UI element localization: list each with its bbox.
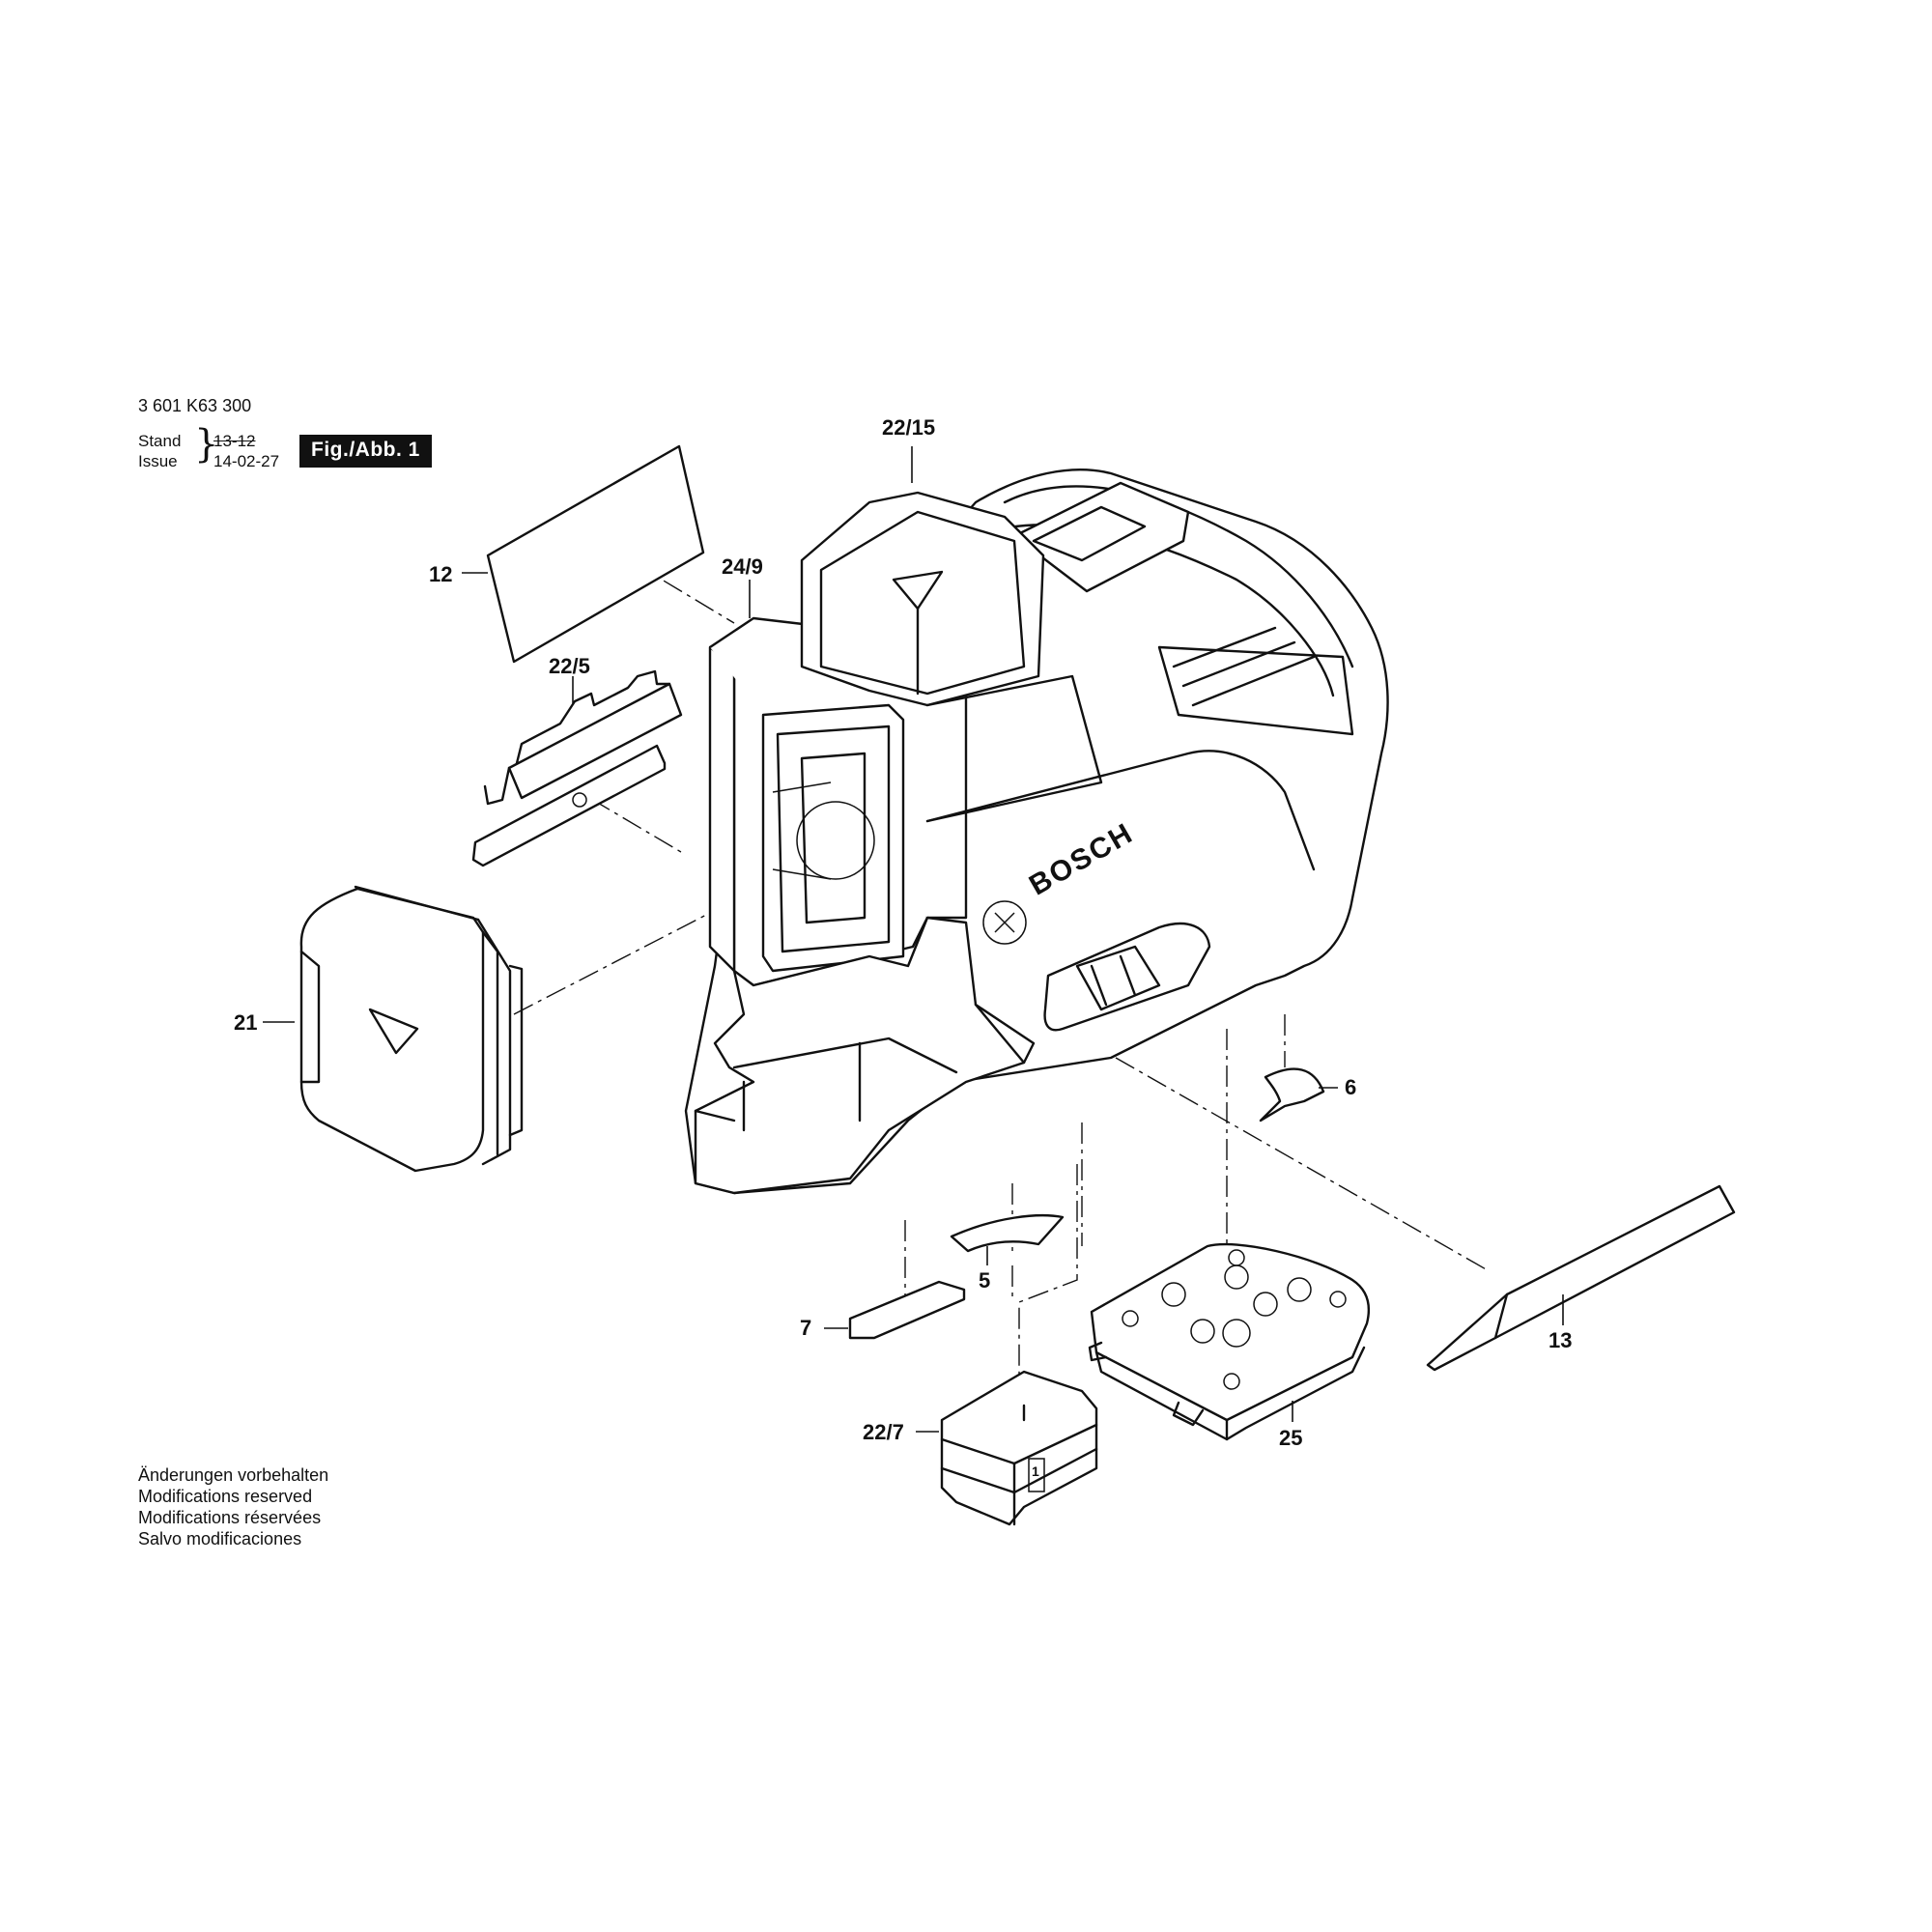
- issue-date: 14-02-27: [213, 452, 280, 470]
- callout-7: 7: [800, 1316, 812, 1340]
- callout-22-5: 22/5: [549, 654, 590, 678]
- battery-mark: 1: [1032, 1463, 1039, 1479]
- callout-13: 13: [1548, 1328, 1573, 1352]
- leader-lines: [263, 446, 1564, 1433]
- callout-22-15: 22/15: [882, 415, 936, 440]
- callout-12: 12: [429, 562, 453, 586]
- callout-22-7: 22/7: [863, 1420, 904, 1444]
- callout-6: 6: [1345, 1075, 1357, 1099]
- brace-icon: }: [194, 422, 219, 467]
- revision-labels: Stand Issue: [138, 431, 192, 471]
- figure-badge: Fig./Abb. 1: [299, 435, 432, 468]
- note-fr: Modifications réservées: [138, 1508, 322, 1527]
- revision-dates: 13-12 14-02-27: [213, 431, 300, 471]
- callout-24-9: 24/9: [722, 554, 763, 579]
- part-25-adapter-plate: [1088, 1242, 1371, 1441]
- stand-label: Stand: [138, 432, 182, 450]
- stand-date: 13-12: [213, 432, 256, 450]
- note-de: Änderungen vorbehalten: [138, 1465, 329, 1485]
- callout-5: 5: [979, 1268, 991, 1293]
- callout-25: 25: [1279, 1426, 1303, 1450]
- part-21-lens-cover: [299, 885, 524, 1173]
- part-6-pad: [1259, 1067, 1325, 1122]
- callout-21: 21: [234, 1010, 258, 1035]
- modification-notes: Änderungen vorbehalten Modifications res…: [138, 1464, 328, 1549]
- part-5-pad: [950, 1214, 1065, 1253]
- note-es: Salvo modificaciones: [138, 1529, 302, 1548]
- note-en: Modifications reserved: [138, 1487, 313, 1506]
- issue-label: Issue: [138, 452, 178, 470]
- part-13-strap: [1426, 1184, 1736, 1372]
- part-12-label-plate: [486, 444, 705, 664]
- assembly-axis-lines: [513, 542, 1489, 1391]
- part-22-5-bracket: [471, 669, 683, 867]
- part-22-7-battery: [940, 1370, 1098, 1526]
- part-7-pad: [848, 1280, 966, 1340]
- laser-level-housing: [684, 469, 1389, 1195]
- part-number: 3 601 K63 300: [138, 396, 252, 415]
